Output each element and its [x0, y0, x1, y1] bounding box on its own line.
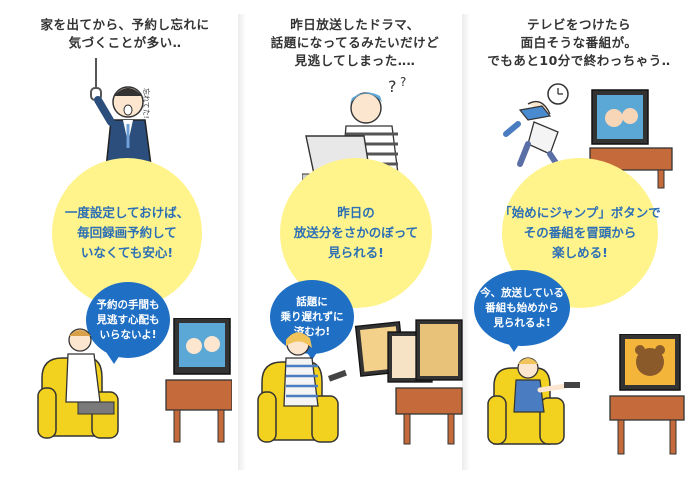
- speech-bubble-tail: [304, 348, 320, 360]
- question-mark-icon: ?: [388, 77, 397, 96]
- highlight-line: いなくても安心!: [80, 245, 174, 260]
- panel-missed-drama: 昨日放送したドラマ、 話題になってるみたいだけど 見逃してしまった‥‥ ? ? …: [246, 0, 464, 480]
- bubble-line: いらないよ!: [99, 328, 157, 341]
- speech-bubble: 話題に 乗り遅れずに 済むわ!: [270, 280, 354, 354]
- living-room-illustration: [257, 319, 463, 445]
- speech-bubble: 予約の手間も 見逃す心配も いらないよ!: [86, 282, 170, 358]
- highlight-line: 一度設定しておけば、: [64, 205, 190, 220]
- panel-caption: 家を出てから、予約し忘れに 気づくことが多い‥: [16, 16, 234, 52]
- panel-caption: テレビをつけたら 面白そうな番組が。 でもあと10分で終わっちゃう‥: [470, 16, 688, 70]
- highlight-line: その番組を冒頭から: [523, 225, 637, 240]
- highlight-line: 「始めにジャンプ」ボタンで: [499, 205, 661, 220]
- question-mark-icon: ?: [400, 75, 406, 89]
- caption-line: テレビをつけたら: [526, 17, 631, 32]
- bubble-line: 見逃す心配も: [96, 313, 160, 326]
- caption-line: 気づくことが多い‥: [68, 35, 182, 50]
- living-room-illustration: [37, 318, 232, 443]
- speech-bubble: 今、放送している 番組も始めから 見られるよ!: [474, 270, 570, 346]
- highlight-line: 昨日の: [337, 205, 375, 220]
- bubble-line: 見られるよ!: [493, 316, 551, 329]
- caption-line: 昨日放送したドラマ、: [290, 17, 420, 32]
- bubble-line: 話題に: [296, 295, 328, 308]
- speech-bubble-tail: [506, 340, 522, 352]
- caption-line: 話題になってるみたいだけど: [270, 35, 440, 50]
- bubble-line: 予約の手間も: [96, 298, 160, 311]
- highlight-line: 見られる!: [328, 245, 384, 260]
- living-room-illustration: [487, 334, 685, 455]
- panel-caption: 昨日放送したドラマ、 話題になってるみたいだけど 見逃してしまった‥‥: [246, 16, 464, 70]
- caption-line: でもあと10分で終わっちゃう‥: [487, 53, 671, 68]
- caption-line: 見逃してしまった‥‥: [294, 53, 416, 68]
- bubble-line: 今、放送している: [480, 286, 564, 299]
- speech-bubble-tail: [106, 352, 122, 364]
- highlight-line: 楽しめる!: [552, 245, 608, 260]
- exclamation-text: 忘れてた!: [142, 88, 151, 119]
- caption-line: 家を出てから、予約し忘れに: [40, 17, 210, 32]
- bubble-line: 番組も始めから: [485, 301, 559, 314]
- highlight-line: 毎回録画予約して: [77, 225, 177, 240]
- caption-line: 面白そうな番組が。: [520, 35, 638, 50]
- bubble-line: 乗り遅れずに: [280, 310, 344, 323]
- panel-start-over: テレビをつけたら 面白そうな番組が。 でもあと10分で終わっちゃう‥ 「始めにジ…: [470, 0, 688, 480]
- panel-divider: [462, 14, 470, 470]
- panel-divider: [238, 14, 246, 470]
- highlight-line: 放送分をさかのぼって: [293, 225, 419, 240]
- panel-forgot-recording: 家を出てから、予約し忘れに 気づくことが多い‥ 忘れてた! 一度設定しておけば、…: [16, 0, 234, 480]
